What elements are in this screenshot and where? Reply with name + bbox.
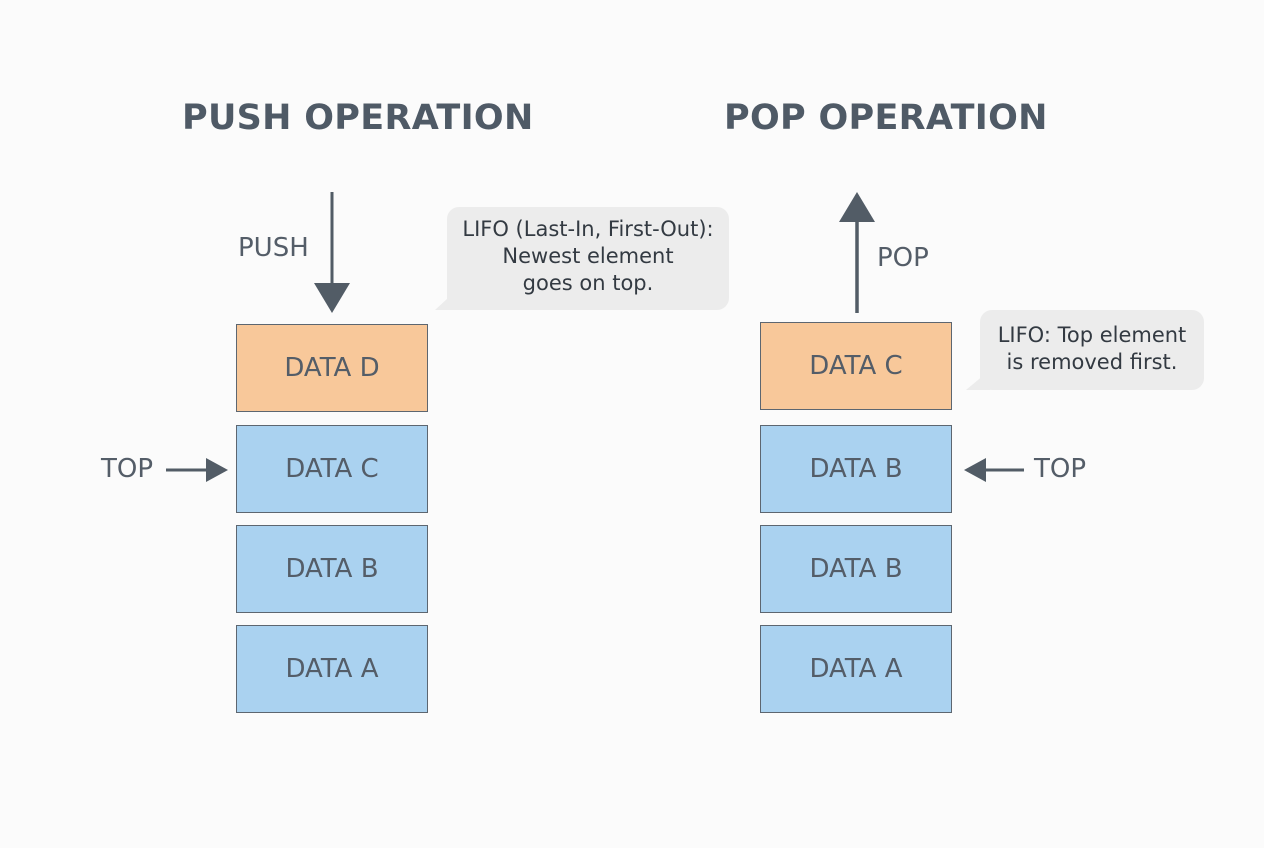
- pop-lifo-callout: LIFO: Top element is removed first.: [966, 310, 1204, 390]
- pop-lifo-callout-text: LIFO: Top element is removed first.: [997, 323, 1187, 374]
- callout-tail: [966, 370, 990, 390]
- push-down-arrow-icon: [314, 192, 350, 313]
- pop-stack-block: DATA B: [760, 425, 952, 513]
- pop-arrow-label: POP: [877, 243, 929, 273]
- pop-up-arrow-icon: [839, 192, 875, 313]
- pop-stack-block: DATA A: [760, 625, 952, 713]
- push-operation-title: PUSH OPERATION: [182, 98, 534, 138]
- push-top-pointer-arrow-icon: [166, 458, 228, 482]
- pop-stack-block: DATA B: [760, 525, 952, 613]
- push-stack-block: DATA B: [236, 525, 428, 613]
- push-stack-block-new: DATA D: [236, 324, 428, 412]
- pop-top-pointer-arrow-icon: [964, 458, 1024, 482]
- push-lifo-callout-text: LIFO (Last-In, First-Out): Newest elemen…: [462, 217, 714, 295]
- pop-top-label: TOP: [1034, 454, 1087, 484]
- push-lifo-callout: LIFO (Last-In, First-Out): Newest elemen…: [435, 207, 729, 310]
- pop-operation-title: POP OPERATION: [724, 98, 1048, 138]
- push-top-label: TOP: [101, 454, 154, 484]
- callout-tail: [435, 288, 459, 310]
- pop-stack-block-removed: DATA C: [760, 322, 952, 410]
- push-stack-block: DATA C: [236, 425, 428, 513]
- push-arrow-label: PUSH: [238, 233, 309, 263]
- push-stack-block: DATA A: [236, 625, 428, 713]
